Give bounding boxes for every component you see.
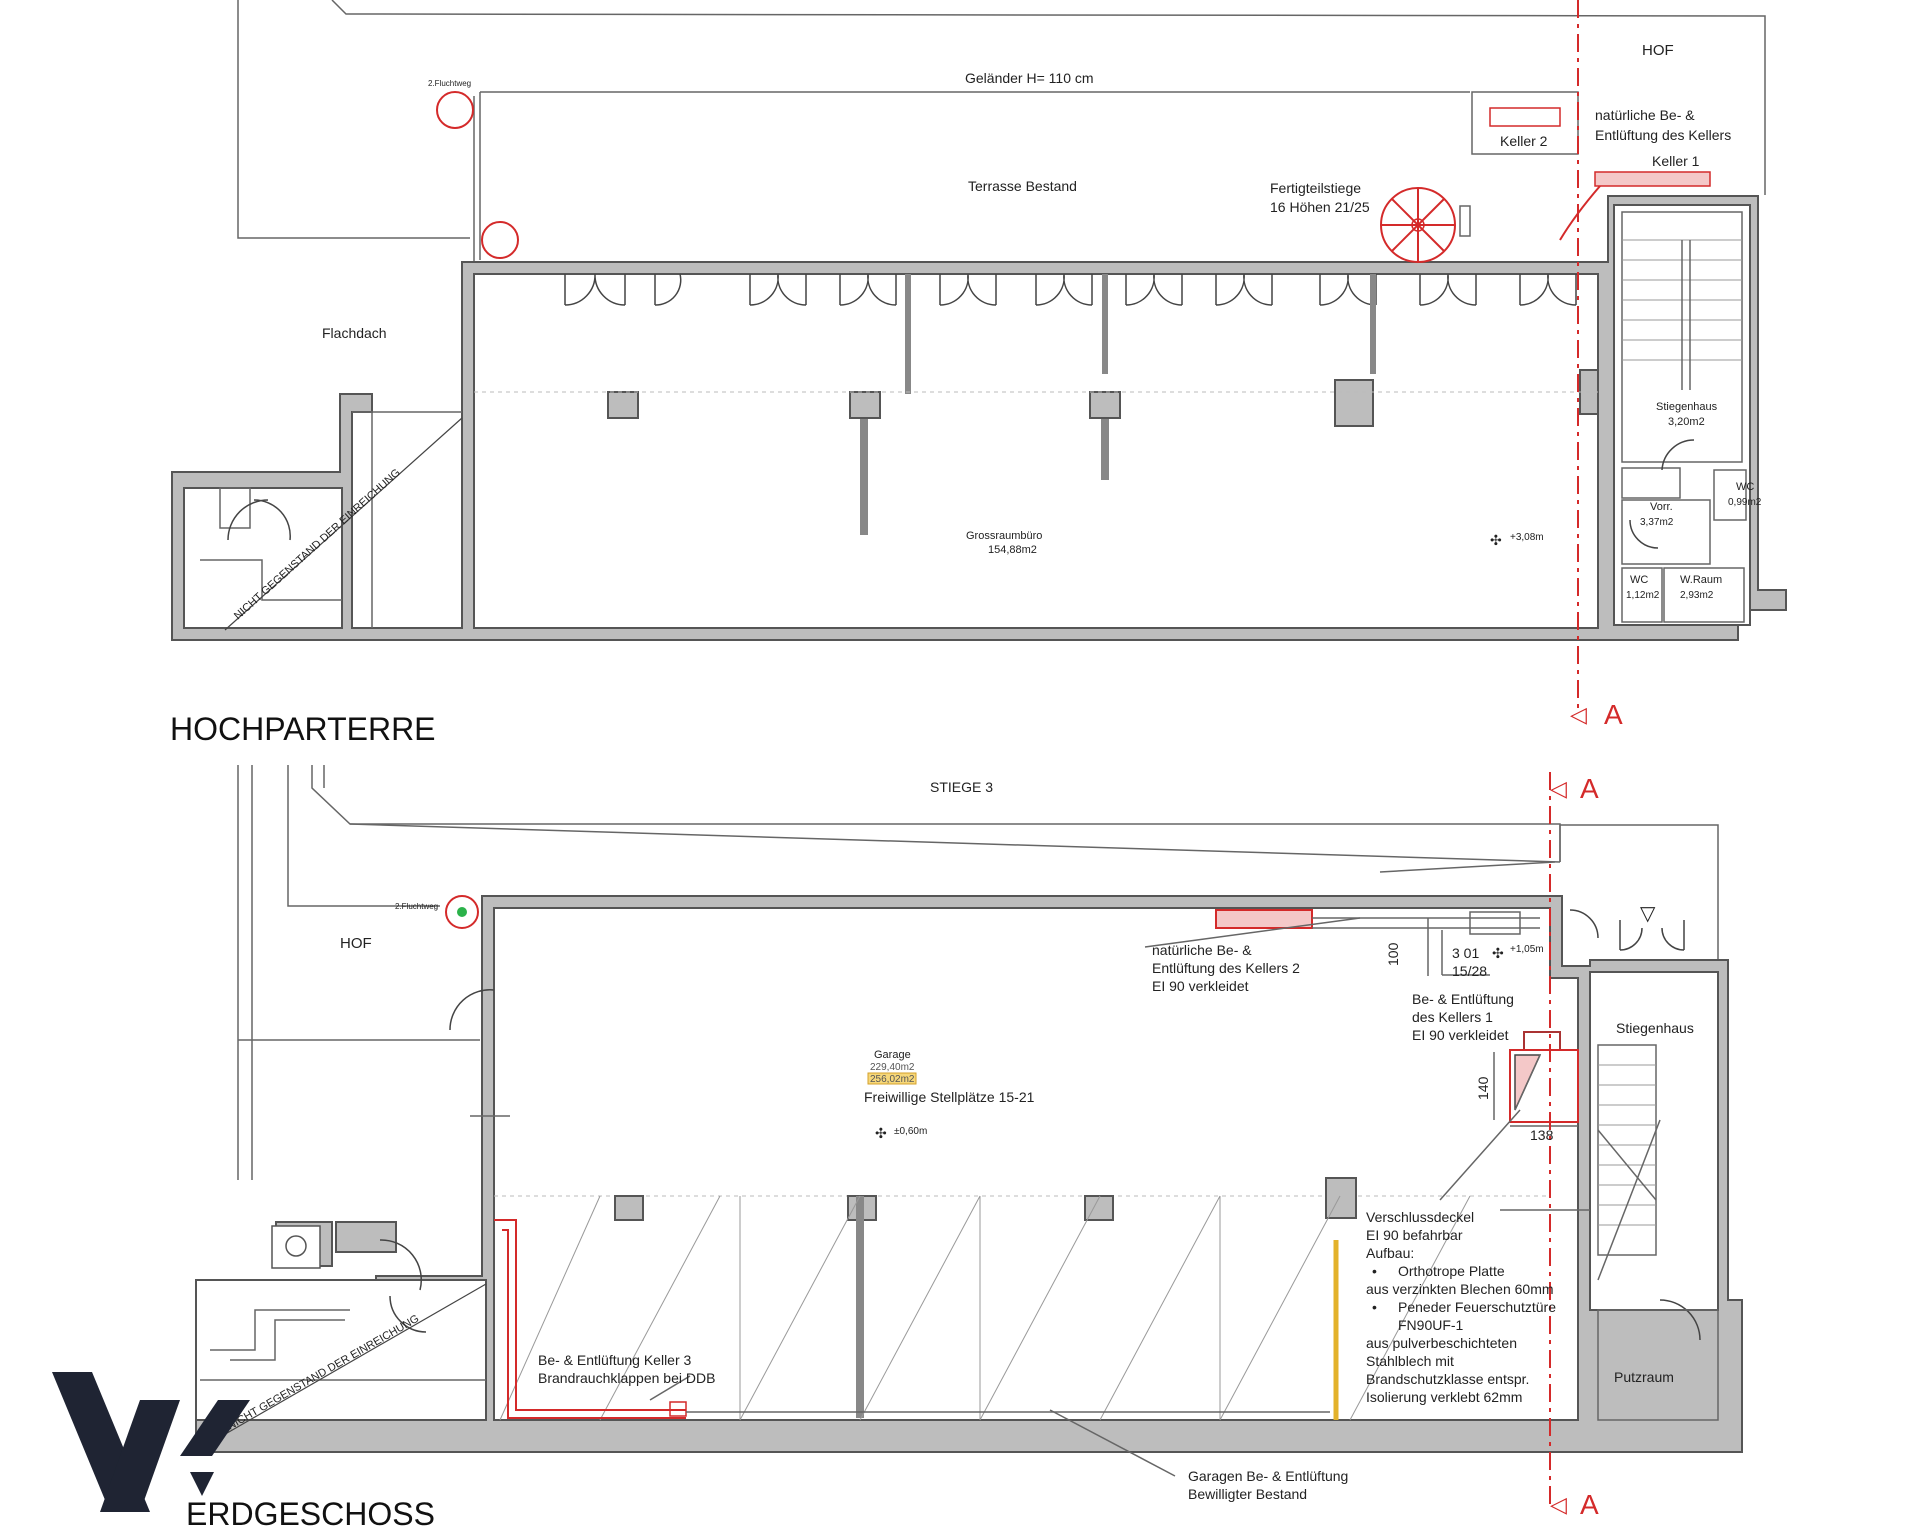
vent1-label-3: EI 90 verkleidet <box>1412 1027 1509 1043</box>
vent3-label-2: Brandrauchklappen bei DDB <box>538 1370 715 1386</box>
cellar-2-box <box>1471 91 1579 155</box>
section-marker-lower-top: A <box>1580 773 1599 804</box>
office-label: Grossraumbüro <box>966 530 1042 542</box>
build-label: Aufbau: <box>1366 1245 1414 1261</box>
build-item-4: Stahlblech mit <box>1366 1353 1454 1369</box>
build-item-6: Isolierung verklebt 62mm <box>1366 1389 1522 1405</box>
cleaning-room-label: Putzraum <box>1614 1369 1674 1385</box>
flat-roof-label: Flachdach <box>322 325 387 341</box>
stair-dim-2: 15/28 <box>1452 963 1487 979</box>
cellar-2-label: Keller 2 <box>1500 133 1548 149</box>
office-area: 154,88m2 <box>988 544 1037 556</box>
lower-escape-label: 2.Fluchtweg <box>395 902 438 911</box>
vent2-label-2: Entlüftung des Kellers 2 <box>1152 960 1300 976</box>
garage-area-1: 229,40m2 <box>870 1062 915 1073</box>
section-marker-lower-bottom: A <box>1580 1489 1599 1520</box>
section-marker-upper: A <box>1604 699 1623 730</box>
upper-courtyard-label: HOF <box>1642 42 1674 59</box>
vent2-label-3: EI 90 verkleidet <box>1152 978 1249 994</box>
wc1-label: WC <box>1736 481 1754 493</box>
railing-label: Geländer H= 110 cm <box>965 70 1094 86</box>
vent3-label-1: Be- & Entlüftung Keller 3 <box>538 1352 692 1368</box>
svg-text:✣: ✣ <box>875 1125 887 1141</box>
stair-label-1: Fertigteilstiege <box>1270 180 1361 196</box>
stair-3-label: STIEGE 3 <box>930 779 993 795</box>
svg-text:•: • <box>1372 1299 1377 1315</box>
vent1-label-1: Be- & Entlüftung <box>1412 991 1514 1007</box>
build-item-2b: FN90UF-1 <box>1398 1317 1464 1333</box>
cover-label-2: EI 90 befahrbar <box>1366 1227 1463 1243</box>
upper-floor-plan: NICHT GEGENSTAND DER EINREICHUNG 2.Fluch… <box>170 0 1787 747</box>
svg-text:◁: ◁ <box>1570 702 1587 727</box>
upper-escape-label: 2.Fluchtweg <box>428 79 471 88</box>
build-item-1b: aus verzinkten Blechen 60mm <box>1366 1281 1554 1297</box>
stair-label-2: 16 Höhen 21/25 <box>1270 199 1370 215</box>
garage-area-2: 256,02m2 <box>870 1074 915 1085</box>
svg-text:✣: ✣ <box>1490 532 1502 548</box>
build-item-1: Orthotrope Platte <box>1398 1263 1505 1279</box>
parking-diagonals <box>499 1195 1471 1421</box>
build-item-2: Peneder Feuerschutztüre <box>1398 1299 1556 1315</box>
w-logo <box>52 1372 250 1512</box>
wc1-area: 0,99m2 <box>1728 497 1762 508</box>
terrace-label: Terrasse Bestand <box>968 178 1077 194</box>
upper-floor-title: HOCHPARTERRE <box>170 711 436 747</box>
svg-text:•: • <box>1372 1263 1377 1279</box>
wc2-area: 1,12m2 <box>1626 590 1660 601</box>
dim-138: 138 <box>1530 1127 1554 1143</box>
lower-courtyard-label: HOF <box>340 935 372 952</box>
svg-text:✣: ✣ <box>1492 945 1504 961</box>
upper-level-mark: +3,08m <box>1510 532 1544 543</box>
wraum-label: W.Raum <box>1680 574 1722 586</box>
build-item-3: aus pulverbeschichteten <box>1366 1335 1517 1351</box>
svg-text:▽: ▽ <box>1640 903 1656 925</box>
dim-140: 140 <box>1475 1076 1491 1100</box>
upper-doors <box>564 273 1577 306</box>
upper-vent-label-1: natürliche Be- & <box>1595 107 1695 123</box>
parking-label: Freiwillige Stellplätze 15-21 <box>864 1089 1035 1105</box>
build-item-5: Brandschutzklasse entspr. <box>1366 1371 1529 1387</box>
spiral-stair <box>1380 187 1456 263</box>
vorr-label: Vorr. <box>1650 501 1673 513</box>
lower-stairwell-label: Stiegenhaus <box>1616 1020 1694 1036</box>
vent2-label-1: natürliche Be- & <box>1152 942 1252 958</box>
cover-label-1: Verschlussdeckel <box>1366 1209 1474 1225</box>
upper-main-walls <box>171 195 1787 641</box>
svg-text:◁: ◁ <box>1550 1492 1567 1517</box>
wc2-label: WC <box>1630 574 1648 586</box>
vent1-label-2: des Kellers 1 <box>1412 1009 1493 1025</box>
lower-level-mark: ±0,60m <box>894 1126 927 1137</box>
upper-stairwell-label: Stiegenhaus <box>1656 401 1718 413</box>
cellar-1-label: Keller 1 <box>1652 153 1700 169</box>
wraum-area: 2,93m2 <box>1680 590 1714 601</box>
lower-floor-title: ERDGESCHOSS <box>186 1496 435 1532</box>
vorr-area: 3,37m2 <box>1640 517 1674 528</box>
lower-floor-plan: ▽ <box>186 765 1743 1532</box>
dim-100: 100 <box>1385 942 1401 966</box>
svg-text:◁: ◁ <box>1550 776 1567 801</box>
upper-stairwell-area: 3,20m2 <box>1668 416 1705 428</box>
garage-vent-label-2: Bewilligter Bestand <box>1188 1486 1307 1502</box>
stair-dim-1: 3 01 <box>1452 945 1479 961</box>
garage-label: Garage <box>874 1049 911 1061</box>
garage-vent-label-1: Garagen Be- & Entlüftung <box>1188 1468 1348 1484</box>
upper-vent-label-2: Entlüftung des Kellers <box>1595 127 1731 143</box>
lower-level-top: +1,05m <box>1510 944 1544 955</box>
